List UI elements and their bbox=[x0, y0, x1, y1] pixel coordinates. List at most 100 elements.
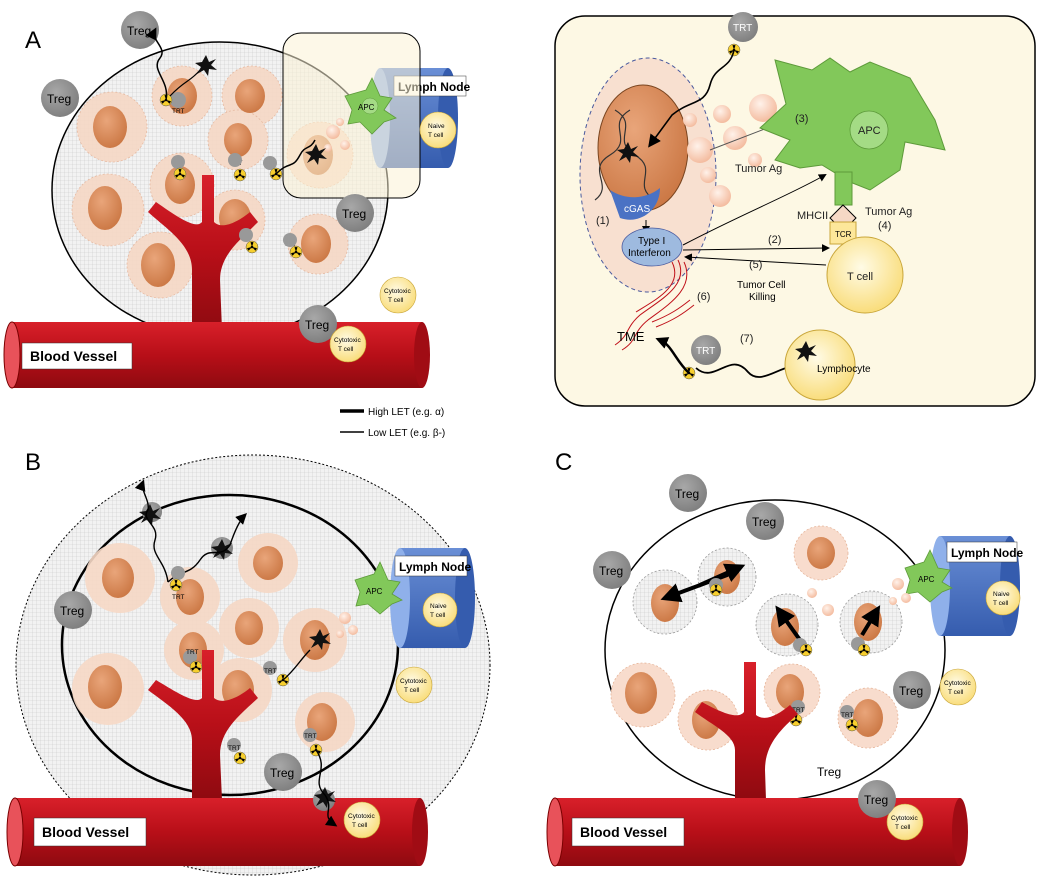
let-legend: High LET (e.g. α) Low LET (e.g. β-) bbox=[340, 407, 445, 439]
panel-c-letter: C bbox=[555, 449, 572, 476]
svg-text:Tumor Ag: Tumor Ag bbox=[865, 206, 912, 218]
blood-vessel-label-c: Blood Vessel bbox=[580, 824, 667, 840]
svg-text:TRT: TRT bbox=[792, 707, 805, 714]
svg-text:Treg: Treg bbox=[47, 92, 71, 106]
cytotoxic-t-cell-c1 bbox=[939, 668, 977, 706]
svg-text:Cytotoxic: Cytotoxic bbox=[334, 337, 361, 344]
mechanism-inset: TRT Tumor Ag APC (3) cGAS (1) Type I Int… bbox=[554, 12, 1036, 407]
inset-tumor-ag-label: Tumor Ag bbox=[735, 163, 782, 175]
svg-text:Treg: Treg bbox=[675, 487, 699, 501]
inset-tumor-antigens bbox=[683, 94, 777, 207]
svg-text:Cytotoxic: Cytotoxic bbox=[400, 678, 427, 685]
svg-text:APC: APC bbox=[918, 575, 935, 584]
svg-text:Treg: Treg bbox=[899, 684, 923, 698]
svg-text:T cell: T cell bbox=[404, 687, 420, 694]
lymph-node-label-c: Lymph Node bbox=[951, 546, 1024, 560]
svg-text:Treg: Treg bbox=[752, 515, 776, 529]
cytotoxic-t-cell-b2 bbox=[343, 801, 381, 839]
svg-text:TRT: TRT bbox=[841, 712, 854, 719]
svg-text:T cell: T cell bbox=[847, 271, 873, 283]
svg-text:(2): (2) bbox=[768, 234, 781, 246]
svg-text:TCR: TCR bbox=[835, 230, 852, 239]
svg-text:Lymphocyte: Lymphocyte bbox=[817, 364, 871, 375]
inset-trt-bottom bbox=[691, 335, 721, 365]
svg-text:cGAS: cGAS bbox=[624, 204, 650, 215]
inset-trt-top bbox=[728, 12, 758, 42]
svg-text:TRT: TRT bbox=[733, 23, 752, 34]
svg-text:(4): (4) bbox=[878, 220, 891, 232]
naive-t-cell-a bbox=[419, 111, 457, 149]
svg-text:Cytotoxic: Cytotoxic bbox=[384, 288, 411, 295]
naive-t-cell-c bbox=[985, 580, 1021, 616]
tumor-antigens-a bbox=[324, 118, 350, 152]
svg-text:(7): (7) bbox=[740, 333, 753, 345]
panel-a-letter: A bbox=[25, 27, 41, 54]
svg-text:(1): (1) bbox=[596, 215, 609, 227]
svg-text:Treg: Treg bbox=[342, 207, 366, 221]
svg-text:Treg: Treg bbox=[864, 793, 888, 807]
svg-text:MHCII: MHCII bbox=[797, 210, 828, 222]
panel-a: A Blood Vessel bbox=[3, 11, 471, 439]
arrow-tcell-killing bbox=[684, 253, 827, 266]
cytotoxic-t-cell-c2 bbox=[886, 803, 924, 841]
svg-text:Treg: Treg bbox=[817, 765, 841, 779]
svg-text:TRT: TRT bbox=[696, 346, 715, 357]
svg-text:Treg: Treg bbox=[270, 766, 294, 780]
svg-text:APC: APC bbox=[858, 125, 881, 137]
trt-particles-b: TRT TRT TRT TRT TRT bbox=[134, 479, 338, 827]
svg-text:Naive: Naive bbox=[430, 603, 447, 610]
svg-text:(5): (5) bbox=[749, 259, 762, 271]
svg-text:TRT: TRT bbox=[228, 745, 241, 752]
svg-text:Type I: Type I bbox=[638, 236, 665, 247]
legend-low-let: Low LET (e.g. β-) bbox=[368, 428, 445, 439]
svg-text:TRT: TRT bbox=[304, 733, 317, 740]
svg-text:TRT: TRT bbox=[264, 668, 277, 675]
svg-text:Tumor Cell: Tumor Cell bbox=[737, 280, 786, 291]
tme-fibers bbox=[614, 259, 695, 351]
svg-text:T cell: T cell bbox=[948, 689, 964, 696]
legend-high-let: High LET (e.g. α) bbox=[368, 407, 444, 418]
cgas-enzyme bbox=[610, 188, 660, 220]
lymph-node-label-b: Lymph Node bbox=[399, 560, 472, 574]
svg-text:T cell: T cell bbox=[338, 346, 354, 353]
svg-text:Killing: Killing bbox=[749, 292, 776, 303]
arrow-ifn-to-tcell bbox=[682, 244, 830, 253]
svg-text:TRT: TRT bbox=[186, 649, 199, 656]
arrow-ifn-to-apc bbox=[682, 174, 827, 246]
svg-text:T cell: T cell bbox=[430, 612, 446, 619]
svg-text:Naive: Naive bbox=[993, 591, 1010, 598]
svg-text:Treg: Treg bbox=[127, 24, 151, 38]
svg-text:Treg: Treg bbox=[60, 604, 84, 618]
blood-vessel-label-b: Blood Vessel bbox=[42, 824, 129, 840]
svg-text:Cytotoxic: Cytotoxic bbox=[891, 815, 918, 822]
svg-text:Cytotoxic: Cytotoxic bbox=[944, 680, 971, 687]
svg-text:Cytotoxic: Cytotoxic bbox=[348, 813, 375, 820]
inset-t-cell bbox=[826, 236, 904, 314]
apc-label-a: APC bbox=[358, 103, 375, 112]
svg-text:APC: APC bbox=[366, 587, 383, 596]
svg-text:Treg: Treg bbox=[599, 564, 623, 578]
lymph-node-b: Lymph Node bbox=[390, 548, 475, 648]
apc-b bbox=[354, 561, 403, 615]
crossfire-arrows-c: TRT TRT bbox=[660, 563, 881, 732]
naive-t-cell-b bbox=[422, 592, 458, 628]
tme-label: TME bbox=[617, 329, 645, 344]
svg-text:T cell: T cell bbox=[388, 297, 404, 304]
panel-c: C TRT TRT bbox=[546, 449, 1024, 867]
svg-text:TRT: TRT bbox=[172, 108, 185, 115]
type-i-interferon bbox=[621, 227, 683, 267]
trt-particles-a: TRT TRT TRT TRT TRT TRT bbox=[145, 27, 316, 259]
svg-text:TRT: TRT bbox=[172, 594, 185, 601]
panel-b-letter: B bbox=[25, 449, 41, 476]
cytotoxic-t-cell-b1 bbox=[395, 666, 433, 704]
svg-text:Interferon: Interferon bbox=[628, 248, 671, 259]
treg-cells-c: Treg Treg Treg Treg Treg Treg bbox=[593, 474, 931, 818]
svg-text:(6): (6) bbox=[697, 291, 710, 303]
svg-text:T cell: T cell bbox=[993, 600, 1009, 607]
svg-text:T cell: T cell bbox=[895, 824, 911, 831]
naive-label-a1: Naive bbox=[428, 123, 445, 130]
blood-vessel-label-a: Blood Vessel bbox=[30, 348, 117, 364]
naive-label-a2: T cell bbox=[428, 132, 444, 139]
svg-text:(3): (3) bbox=[795, 113, 808, 125]
